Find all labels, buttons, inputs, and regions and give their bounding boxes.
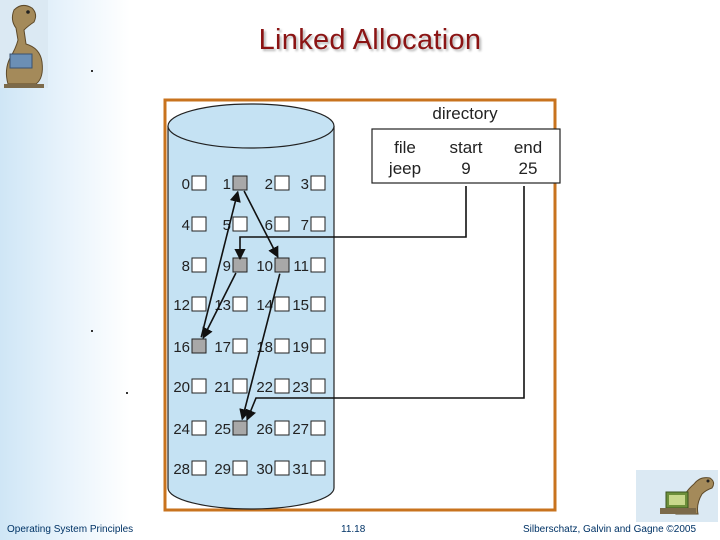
block-label: 20 [173,379,190,396]
block-label: 19 [292,339,309,356]
block-label: 28 [173,461,190,478]
block-label: 13 [214,297,231,314]
decorative-dot [91,70,93,72]
directory-header-file: file [394,138,416,157]
block-label: 16 [173,339,190,356]
end-pointer-arrow [245,186,525,422]
block-label: 6 [265,217,273,234]
free-block [310,175,326,191]
free-block [310,216,326,232]
block-label: 18 [256,339,273,356]
free-block [191,378,207,394]
block-label: 7 [301,217,309,234]
directory-table [371,128,561,184]
start-pointer-arrow [234,186,467,261]
disk-cylinder [167,103,335,510]
used-block [232,420,248,436]
block-label: 24 [173,421,190,438]
dinosaur-mascot-image [636,470,718,522]
decorative-dot [126,392,128,394]
block-label: 0 [182,176,190,193]
block-label: 9 [223,258,231,275]
block-label: 23 [292,379,309,396]
block-label: 11 [293,258,309,275]
block-label: 4 [182,217,190,234]
block-label: 10 [256,258,273,275]
free-block [232,338,248,354]
free-block [310,378,326,394]
block-label: 5 [223,217,231,234]
footer-slide-number: 11.18 [341,524,366,535]
block-label: 8 [182,258,190,275]
directory-cell-start: 9 [461,159,470,178]
free-block [274,460,290,476]
block-label: 3 [301,176,309,193]
chain-arrow [239,273,281,421]
free-block [310,338,326,354]
block-label: 15 [292,297,309,314]
free-block [310,460,326,476]
directory-label: directory [432,104,498,123]
block-label: 27 [292,421,309,438]
free-block [274,296,290,312]
used-block [274,257,290,273]
block-label: 29 [214,461,231,478]
used-block [232,257,248,273]
free-block [274,420,290,436]
free-block [232,296,248,312]
block-label: 1 [223,176,231,193]
block-label: 31 [292,461,309,478]
free-block [191,216,207,232]
directory-cell-file: jeep [388,159,421,178]
block-label: 12 [173,297,190,314]
used-block [232,175,248,191]
free-block [232,378,248,394]
free-block [274,338,290,354]
block-label: 17 [214,339,231,356]
directory-header-start: start [449,138,482,157]
free-block [191,420,207,436]
chain-arrow [243,190,279,258]
free-block [274,378,290,394]
free-block [274,216,290,232]
free-block [191,296,207,312]
free-block [232,460,248,476]
used-block [191,338,207,354]
directory-cell-end: 25 [519,159,538,178]
block-label: 2 [265,176,273,193]
block-label: 30 [256,461,273,478]
decorative-dot [91,330,93,332]
free-block [191,460,207,476]
chain-arrow [202,272,237,339]
slide-title: Linked Allocation [258,24,482,56]
free-block [310,420,326,436]
chain-arrow [200,190,241,338]
free-block [191,175,207,191]
free-block [310,257,326,273]
directory-header-end: end [514,138,542,157]
block-label: 26 [256,421,273,438]
footer-copyright: Silberschatz, Galvin and Gagne ©2005 [523,524,697,535]
footer-course: Operating System Principles [7,524,134,535]
block-label: 22 [256,379,273,396]
block-label: 14 [256,297,273,314]
free-block [274,175,290,191]
free-block [310,296,326,312]
block-label: 25 [214,421,231,438]
dinosaur-mascot-image [0,0,48,88]
block-label: 21 [214,379,231,396]
free-block [232,216,248,232]
block-chain-arrows [200,190,281,421]
free-block [191,257,207,273]
